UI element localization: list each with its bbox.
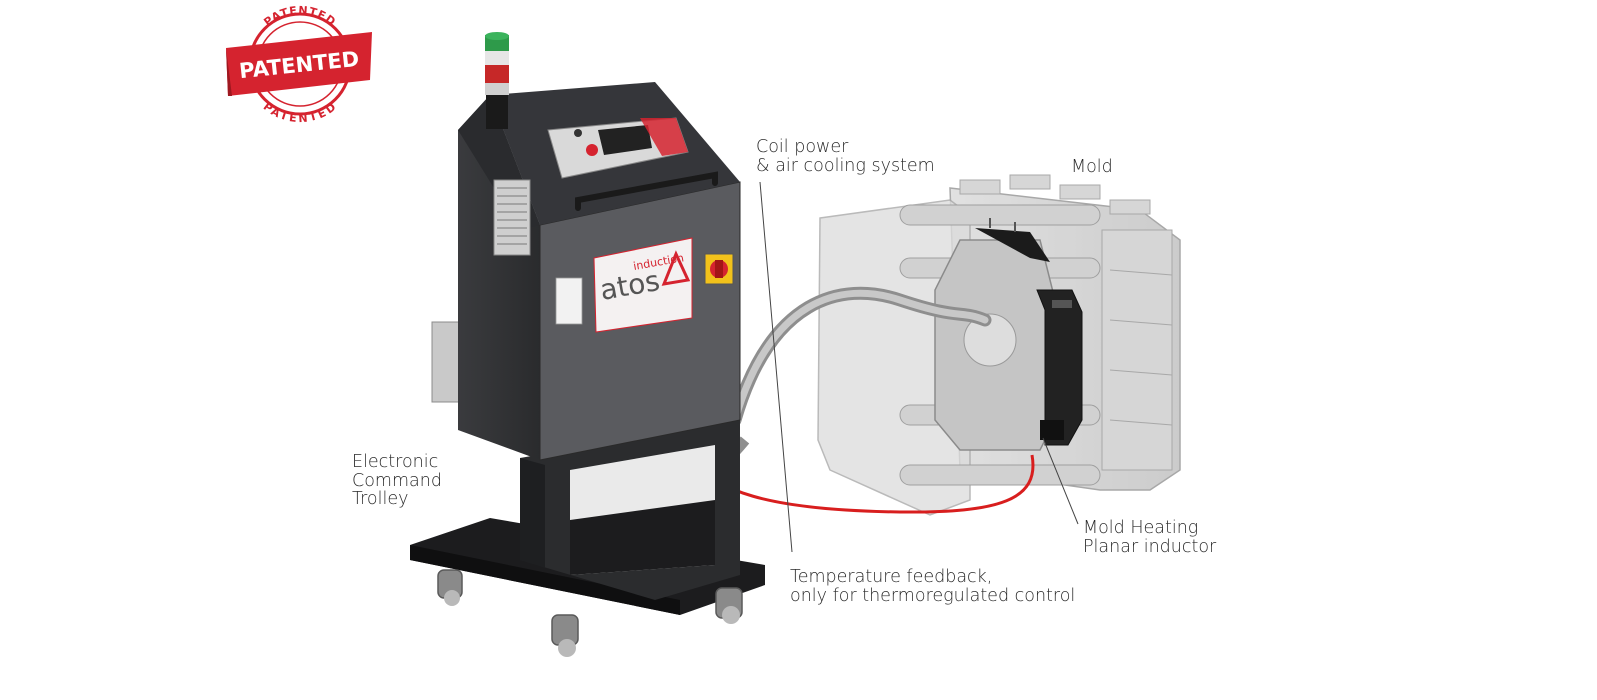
- label-temp-line-2: only for thermoregulated control: [790, 585, 1076, 606]
- mold-illustration: [817, 174, 1181, 516]
- leader-lines: [759, 181, 1079, 553]
- brand-triangle-icon: [661, 250, 691, 286]
- command-trolley: [410, 32, 765, 657]
- label-temp-line-1: Temperature feedback,: [790, 567, 993, 587]
- label-inductor-line-2: Planar inductor: [1083, 536, 1217, 557]
- label-coil-power: Coil power & air cooling system: [756, 138, 935, 175]
- label-inductor-line-1: Mold Heating: [1083, 518, 1199, 538]
- patented-badge: PATENTED PATENTED PATENTED: [226, 4, 372, 125]
- label-planar-inductor: Mold Heating Planar inductor: [1083, 519, 1216, 556]
- label-coil-line-1: Coil power: [756, 137, 849, 157]
- label-trolley-line-2: Command: [352, 470, 442, 491]
- label-mold: Mold: [1071, 158, 1113, 177]
- label-trolley: Electronic Command Trolley: [352, 453, 442, 509]
- label-trolley-line-3: Trolley: [352, 489, 409, 509]
- planar-inductor: [975, 218, 1083, 446]
- label-mold-text: Mold: [1071, 157, 1113, 177]
- label-trolley-line-1: Electronic: [352, 452, 439, 472]
- label-temperature-feedback: Temperature feedback, only for thermoreg…: [790, 568, 1075, 605]
- label-coil-line-2: & air cooling system: [756, 155, 935, 176]
